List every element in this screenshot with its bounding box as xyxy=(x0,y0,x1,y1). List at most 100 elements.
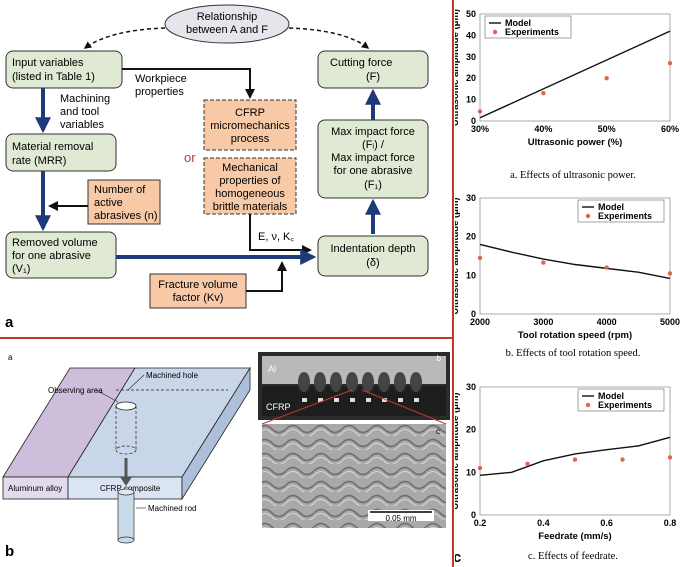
properties-arrow xyxy=(249,214,312,255)
brittle-materials-box xyxy=(203,157,297,215)
plot-frame xyxy=(479,13,671,122)
cutting-line-1: Cutting force xyxy=(330,57,392,69)
y-tick-label: 50 xyxy=(466,9,476,19)
cfrp-line-3: process xyxy=(231,133,270,145)
y-axis-label: Ultrasonic amplitude (μm) xyxy=(455,9,461,126)
y-tick-label: 40 xyxy=(466,30,476,40)
x-tick-label: 2000 xyxy=(470,317,490,327)
experiment-point xyxy=(525,461,530,466)
panel-label-b: b xyxy=(5,543,14,560)
machining-line-3: variables xyxy=(60,119,105,131)
brittle-line-2: properties of xyxy=(219,175,281,187)
y-tick-label: 0 xyxy=(471,309,476,319)
y-tick-label: 0 xyxy=(471,510,476,520)
evk-label: E, ν, K꜀ xyxy=(258,231,294,243)
legend-experiments-swatch xyxy=(585,402,591,408)
legend-box xyxy=(577,199,665,223)
cutting-force-box xyxy=(317,50,429,89)
experiment-point xyxy=(477,109,483,114)
x-tick-label: 30% xyxy=(471,124,489,134)
legend-model-label: Model xyxy=(598,202,624,212)
x-axis-label: Feedrate (mm/s) xyxy=(538,531,611,542)
brittle-line-4: brittle materials xyxy=(213,201,288,213)
x-tick-label: 50% xyxy=(598,124,616,134)
machined-hole-top xyxy=(115,401,137,411)
cfrp-line-1: CFRP xyxy=(235,107,265,119)
y-tick-label: 20 xyxy=(466,73,476,83)
chart-caption: b. Effects of tool rotation speed. xyxy=(506,348,641,359)
legend-experiments-swatch xyxy=(585,213,591,219)
experiment-point xyxy=(541,90,546,96)
brittle-line-3: homogeneous xyxy=(215,188,285,200)
experiment-point xyxy=(667,455,673,460)
maximpact-line-3: Max impact force xyxy=(331,152,415,164)
cfrp-side xyxy=(181,366,251,501)
model-line xyxy=(479,243,671,280)
removed-line-1: Removed volume xyxy=(12,237,98,249)
abrasives-line-3: abrasives (n) xyxy=(94,210,158,222)
flow-diagram: Relationship between A and F Input varia… xyxy=(5,4,429,331)
experiment-point xyxy=(620,457,625,462)
x-tick-label: 4000 xyxy=(597,317,617,327)
schematic-sub-label: a xyxy=(8,353,13,362)
micrograph-photos: b Al CFRP c 0.05 mm xyxy=(258,352,450,528)
relationship-ellipse xyxy=(164,4,290,44)
machining-line-1: Machining xyxy=(60,93,110,105)
machined-hole-label: Machined hole xyxy=(146,371,199,380)
mrr-box xyxy=(5,133,117,172)
legend-experiments-label: Experiments xyxy=(598,400,652,410)
input-line-1: Input variables xyxy=(12,57,84,69)
photo-sub-b: b xyxy=(437,354,442,363)
legend-experiments-label: Experiments xyxy=(505,27,559,37)
dashed-arrow-left xyxy=(83,27,166,49)
abrasives-line-1: Number of xyxy=(94,184,146,196)
maximpact-line-4: for one abrasive xyxy=(334,165,413,177)
workpiece-schematic: a Observing area Machined hole Aluminum … xyxy=(2,353,251,560)
model-line xyxy=(479,436,671,477)
y-tick-label: 10 xyxy=(466,95,476,105)
brittle-line-1: Mechanical xyxy=(222,162,278,174)
machined-rod-label: Machined rod xyxy=(148,504,196,513)
y-tick-label: 10 xyxy=(466,467,476,477)
experiment-point xyxy=(572,457,578,462)
removed-line-3: (V₁) xyxy=(12,263,30,275)
y-tick-label: 30 xyxy=(466,193,476,203)
mrr-line-2: rate (MRR) xyxy=(12,155,66,167)
experiment-point xyxy=(667,271,673,276)
experiment-point xyxy=(477,255,483,261)
panel-label-a: a xyxy=(5,314,14,331)
maximpact-line-5: (F₁) xyxy=(364,179,382,191)
cfrp-line-2: micromechanics xyxy=(210,120,290,132)
machined-rod xyxy=(117,491,135,541)
removed-line-2: for one abrasive xyxy=(12,250,91,262)
aluminum-label: Aluminum alloy xyxy=(8,484,62,493)
y-tick-label: 30 xyxy=(466,382,476,392)
model-line xyxy=(479,30,671,119)
y-tick-label: 0 xyxy=(471,116,476,126)
cfrp-micromechanics-box xyxy=(203,99,297,151)
or-label: or xyxy=(184,150,196,165)
experiment-point xyxy=(667,61,673,66)
maximpact-line-1: Max impact force xyxy=(331,126,415,138)
experiment-point xyxy=(477,465,483,471)
photo-cfrp-label: CFRP xyxy=(266,402,291,412)
y-tick-label: 20 xyxy=(466,425,476,435)
abrasives-box xyxy=(87,179,161,225)
cutting-line-2: (F) xyxy=(366,71,380,83)
dashed-arrow-right xyxy=(288,27,370,49)
scale-label: 0.05 mm xyxy=(385,514,416,523)
legend-experiments-swatch xyxy=(492,29,498,35)
x-tick-label: 60% xyxy=(661,124,679,134)
indent-line-1: Indentation depth xyxy=(330,243,415,255)
workpiece-line-1: Workpiece xyxy=(135,73,187,85)
machined-holes-row xyxy=(298,372,422,392)
legend-box xyxy=(577,388,665,412)
indentation-box xyxy=(317,235,429,277)
fracture-arrow xyxy=(246,261,287,292)
observing-area-label: Observing area xyxy=(48,386,103,395)
x-axis-label: Ultrasonic power (%) xyxy=(528,137,623,148)
